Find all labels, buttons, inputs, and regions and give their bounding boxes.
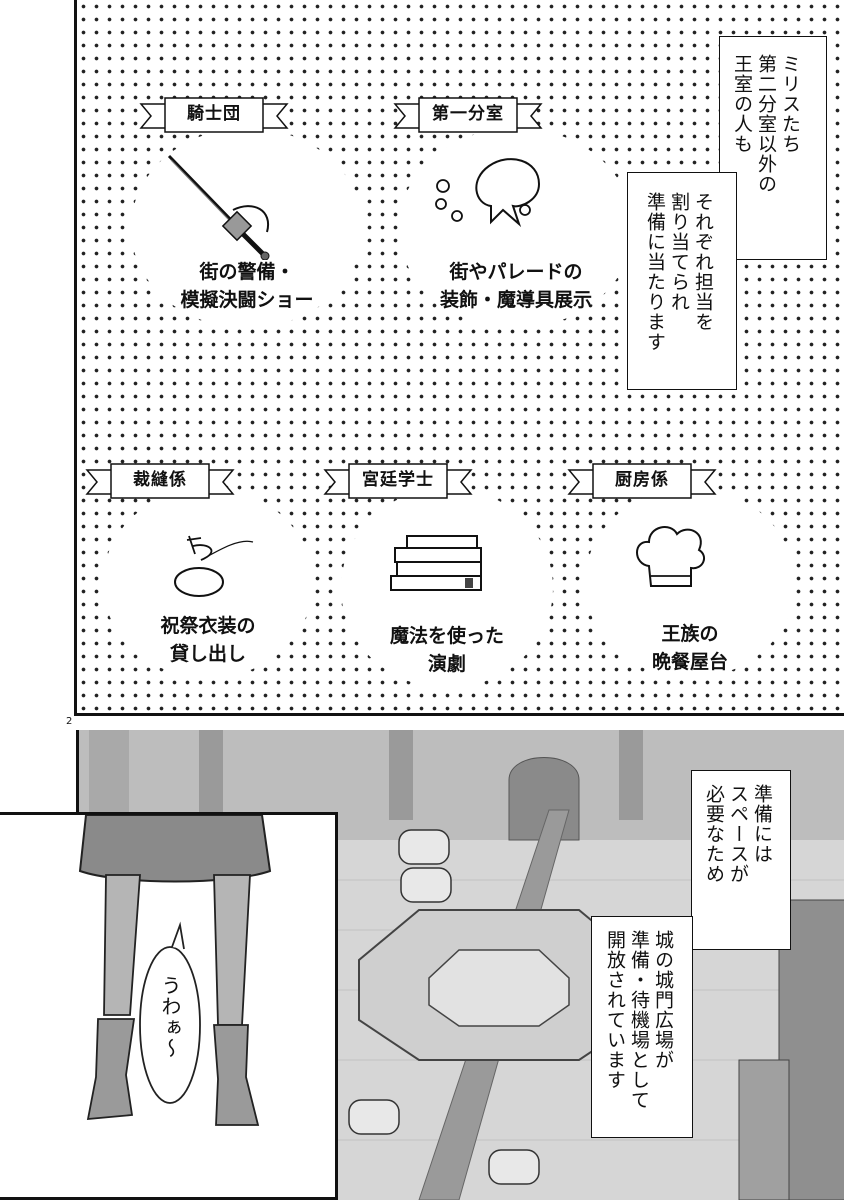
banner-scholars: 宮廷学士: [323, 460, 473, 504]
narration-line: 城の城門広場が: [652, 930, 674, 1070]
caption-line: 王族の: [661, 623, 719, 645]
character-inset-panel: うわぁ〜: [0, 812, 338, 1200]
sword-icon: [167, 154, 270, 260]
narration-line: 準備に当たります: [644, 192, 666, 352]
banner-title: 裁縫係: [133, 470, 187, 490]
narration-line: 開放されています: [604, 930, 626, 1090]
narration-line: 準備には: [751, 784, 773, 864]
narration-line: 第二分室以外の: [755, 54, 777, 194]
caption-kitchen: 王族の 晩餐屋台: [585, 620, 795, 676]
caption-line: 演劇: [427, 653, 466, 675]
caption-line: 装飾・魔導具展示: [439, 289, 592, 311]
banner-title: 宮廷学士: [362, 470, 434, 490]
banner-sewing: 裁縫係: [85, 460, 235, 504]
narration-line: スペースが: [727, 784, 749, 884]
caption-line: 祝祭衣装の: [160, 615, 256, 637]
narration-line: ミリスたち: [779, 54, 801, 154]
caption-line: 晩餐屋台: [651, 651, 728, 673]
caption-scholars: 魔法を使った 演劇: [341, 622, 553, 678]
banner-title: 厨房係: [615, 470, 669, 490]
narration-text-2: それぞれ担当を 割り当てられ 準備に当たります: [643, 192, 715, 382]
narration-box-2: [627, 172, 737, 390]
scene-narration-box-1: [691, 770, 791, 950]
caption-line: 模擬決闘ショー: [180, 289, 314, 311]
caption-line: 魔法を使った: [389, 625, 504, 647]
thread-spool-icon: [174, 535, 254, 597]
narration-box-1: [719, 36, 827, 260]
top-panel: 騎士団 第一分室 裁縫係 宮廷学士 厨房係: [74, 0, 844, 716]
narration-line: それぞれ担当を: [692, 192, 714, 332]
narration-line: 準備・待機場として: [628, 930, 650, 1110]
scene-narration-box-2: [591, 916, 693, 1138]
magic-creature-icon: [435, 158, 541, 228]
caption-line: 街やパレードの: [449, 261, 583, 283]
banner-title: 第一分室: [432, 104, 504, 124]
caption-first-office: 街やパレードの 装飾・魔導具展示: [399, 258, 633, 314]
caption-knights: 街の警備・ 模擬決闘ショー: [131, 258, 363, 314]
narration-text-1: ミリスたち 第二分室以外の 王室の人も: [730, 54, 802, 254]
caption-line: 街の警備・: [199, 261, 295, 283]
book-stack-icon: [390, 535, 482, 591]
narration-line: 王室の人も: [731, 54, 753, 154]
speech-text: うわぁ〜: [158, 975, 182, 1059]
chef-hat-icon: [636, 526, 706, 587]
scene-narration-text-2: 城の城門広場が 準備・待機場として 開放されています: [603, 930, 675, 1130]
banner-knights: 騎士団: [139, 94, 289, 138]
caption-line: 貸し出し: [169, 643, 246, 665]
scene-narration-text-1: 準備には スペースが 必要なため: [702, 784, 774, 944]
narration-line: 必要なため: [703, 784, 725, 884]
courtyard-scene: 準備には スペースが 必要なため 城の城門広場が 準備・待機場として 開放されて…: [76, 730, 844, 1200]
banner-kitchen: 厨房係: [567, 460, 717, 504]
banner-title: 騎士団: [187, 104, 241, 124]
character-legs-illustration: [78, 815, 272, 1126]
banner-first-office: 第一分室: [393, 94, 543, 138]
narration-line: 割り当てられ: [668, 192, 690, 312]
page-number: 2: [66, 716, 73, 727]
caption-sewing: 祝祭衣装の 貸し出し: [103, 612, 313, 668]
